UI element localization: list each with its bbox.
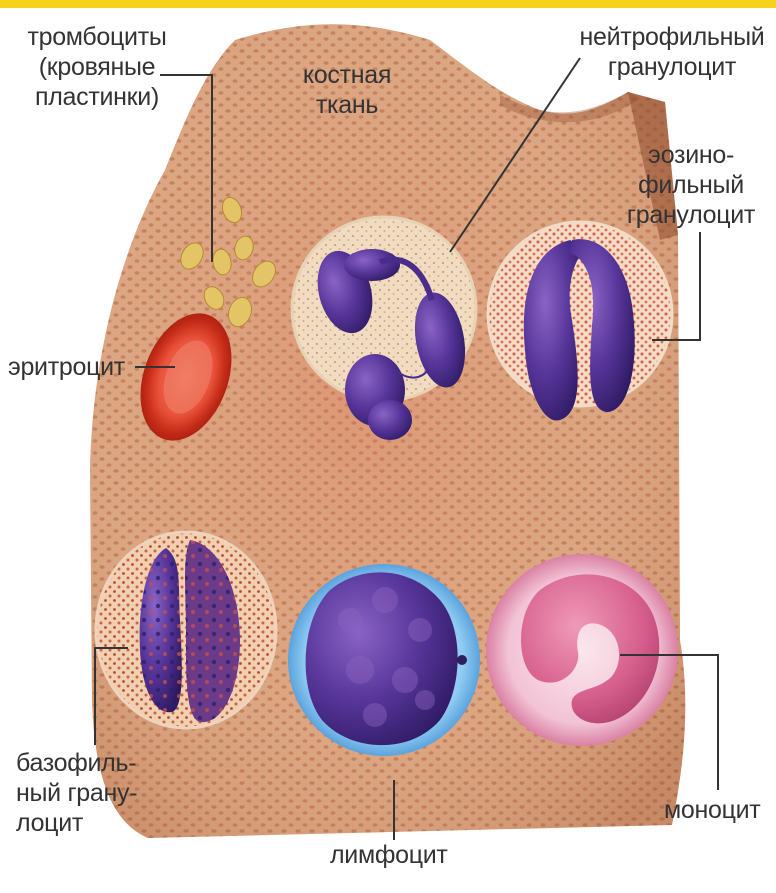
top-bar <box>0 0 776 8</box>
label-basophil: базофиль- ный грану- лоцит <box>16 748 137 838</box>
label-platelets: тромбоциты (кровяные пластинки) <box>12 22 182 112</box>
label-neutrophil: нейтрофильный гранулоцит <box>572 22 772 82</box>
label-erythrocyte: эритроцит <box>8 352 125 382</box>
label-monocyte: моноцит <box>664 795 760 825</box>
label-lymphocyte: лимфоцит <box>330 840 448 870</box>
label-bone-tissue: костная ткань <box>292 60 402 120</box>
lymphocyte-cell <box>288 564 480 756</box>
monocyte-cell <box>486 554 678 746</box>
basophil-cell <box>96 532 276 728</box>
label-eosinophil: эозино- фильный гранулоцит <box>616 140 766 230</box>
